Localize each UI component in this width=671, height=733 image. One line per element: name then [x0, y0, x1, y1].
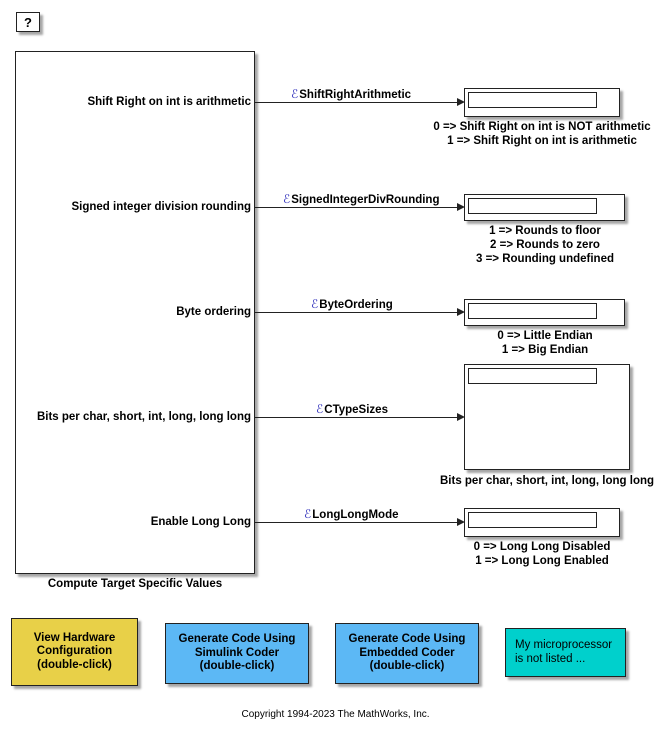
- caption-line: 0 => Long Long Disabled: [473, 541, 611, 553]
- display-value-field: [468, 198, 597, 214]
- arrowhead-icon: [457, 98, 465, 106]
- caption-line: 0 => Shift Right on int is NOT arithmeti…: [433, 121, 651, 133]
- arrowhead-icon: [457, 308, 465, 316]
- arrowhead-icon: [457, 518, 465, 526]
- display-block-byte-ordering[interactable]: [464, 299, 625, 326]
- view-hardware-configuration-button[interactable]: View Hardware Configuration (double-clic…: [11, 618, 138, 686]
- signal-label-long-long[interactable]: ℰLongLongMode: [304, 507, 399, 521]
- signal-name: SignedIntegerDivRounding: [291, 194, 440, 206]
- display-block-type-sizes[interactable]: [464, 364, 630, 470]
- caption-line: 2 => Rounds to zero: [490, 239, 600, 251]
- display-caption-shift-right: 0 => Shift Right on int is NOT arithmeti…: [420, 120, 664, 148]
- caption-line: 1 => Rounds to floor: [489, 225, 601, 237]
- signal-label-byte-ordering[interactable]: ℰByteOrdering: [311, 297, 393, 311]
- port-label-type-sizes: Bits per char, short, int, long, long lo…: [36, 411, 251, 423]
- caption-line: 1 => Long Long Enabled: [475, 555, 609, 567]
- port-label-division-rounding: Signed integer division rounding: [71, 201, 251, 213]
- signal-label-division-rounding[interactable]: ℰSignedIntegerDivRounding: [283, 192, 440, 206]
- signal-name: ShiftRightArithmetic: [299, 89, 412, 101]
- bus-element-icon: ℰ: [291, 87, 299, 101]
- signal-label-shift-right[interactable]: ℰShiftRightArithmetic: [291, 87, 411, 101]
- compute-target-subsystem[interactable]: [15, 51, 255, 574]
- microprocessor-not-listed-button[interactable]: My microprocessor is not listed ...: [505, 628, 626, 677]
- display-value-field: [468, 303, 597, 319]
- signal-line-shift-right[interactable]: [255, 102, 458, 103]
- bus-element-icon: ℰ: [304, 507, 312, 521]
- display-caption-type-sizes: Bits per char, short, int, long, long lo…: [430, 474, 664, 488]
- help-button[interactable]: ?: [16, 12, 40, 32]
- signal-label-type-sizes[interactable]: ℰCTypeSizes: [316, 402, 388, 416]
- subsystem-title: Compute Target Specific Values: [47, 578, 223, 590]
- display-block-long-long[interactable]: [464, 508, 620, 537]
- signal-line-division-rounding[interactable]: [255, 207, 458, 208]
- caption-line: Bits per char, short, int, long, long lo…: [439, 475, 655, 487]
- signal-name: ByteOrdering: [319, 299, 393, 311]
- arrowhead-icon: [457, 203, 465, 211]
- display-caption-long-long: 0 => Long Long Disabled 1 => Long Long E…: [442, 540, 642, 568]
- display-block-division-rounding[interactable]: [464, 194, 625, 221]
- arrowhead-icon: [457, 413, 465, 421]
- signal-line-type-sizes[interactable]: [255, 417, 458, 418]
- display-caption-division-rounding: 1 => Rounds to floor 2 => Rounds to zero…: [445, 224, 645, 266]
- bus-element-icon: ℰ: [283, 192, 291, 206]
- port-label-byte-ordering: Byte ordering: [176, 306, 251, 318]
- generate-embedded-code-button[interactable]: Generate Code Using Embedded Coder (doub…: [335, 623, 479, 684]
- caption-line: 1 => Big Endian: [501, 344, 589, 356]
- copyright-notice: Copyright 1994-2023 The MathWorks, Inc.: [241, 709, 430, 720]
- port-label-long-long: Enable Long Long: [150, 516, 251, 528]
- signal-name: LongLongMode: [312, 509, 399, 521]
- signal-line-long-long[interactable]: [255, 522, 458, 523]
- caption-line: 0 => Little Endian: [497, 330, 593, 342]
- signal-name: CTypeSizes: [324, 404, 388, 416]
- bus-element-icon: ℰ: [316, 402, 324, 416]
- caption-line: 1 => Shift Right on int is arithmetic: [447, 135, 637, 147]
- display-caption-byte-ordering: 0 => Little Endian 1 => Big Endian: [445, 329, 645, 357]
- bus-element-icon: ℰ: [311, 297, 319, 311]
- caption-line: 3 => Rounding undefined: [476, 253, 614, 265]
- display-value-field: [468, 368, 597, 384]
- port-label-shift-right: Shift Right on int is arithmetic: [87, 96, 251, 108]
- display-block-shift-right[interactable]: [464, 88, 620, 117]
- generate-simulink-code-button[interactable]: Generate Code Using Simulink Coder (doub…: [165, 623, 309, 684]
- display-value-field: [468, 92, 597, 108]
- signal-line-byte-ordering[interactable]: [255, 312, 458, 313]
- display-value-field: [468, 512, 597, 528]
